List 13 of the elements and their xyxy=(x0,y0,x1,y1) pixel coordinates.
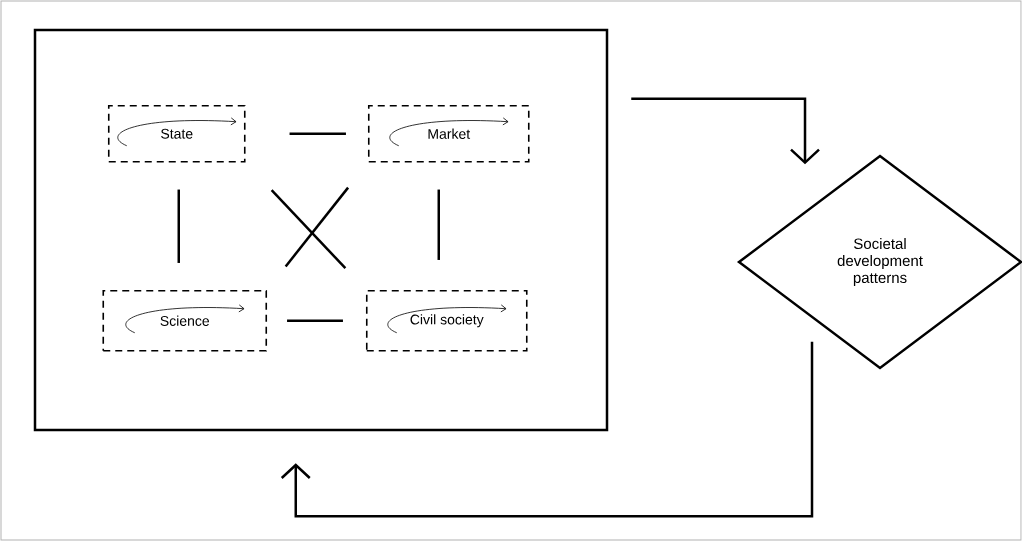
arrow xyxy=(631,97,820,165)
process-box: Science xyxy=(102,289,268,352)
process-box: Civil society xyxy=(365,289,528,352)
connector-line xyxy=(270,189,347,269)
process-box: State xyxy=(107,104,246,163)
connector-line xyxy=(177,189,180,263)
connector-line xyxy=(437,189,440,260)
connector-line xyxy=(284,186,350,268)
frame-box xyxy=(33,28,609,432)
connector-line xyxy=(287,319,343,322)
process-box: Market xyxy=(367,104,530,163)
arrow xyxy=(280,341,814,518)
connector-line xyxy=(289,132,346,135)
